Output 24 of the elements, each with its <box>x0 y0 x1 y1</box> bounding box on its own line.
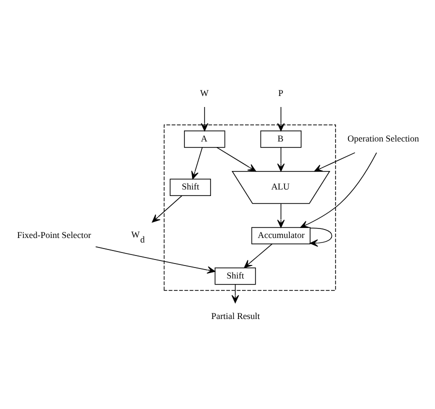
node-box: A <box>184 130 226 148</box>
arrow <box>310 227 332 246</box>
arrow <box>191 146 203 179</box>
arrow <box>300 152 377 228</box>
arrow <box>200 106 208 131</box>
node-box: B <box>260 130 302 148</box>
arrow <box>277 106 285 131</box>
arrow <box>152 194 182 222</box>
arrow <box>95 246 216 274</box>
node-box: Shift <box>214 267 256 284</box>
node-box: Shift <box>170 178 211 196</box>
arrow <box>277 202 285 228</box>
node-text: Fixed-Point Selector <box>17 230 92 240</box>
arrow <box>314 152 356 172</box>
node-text: Partial Result <box>211 310 260 320</box>
node-text: Operation Selection <box>348 132 420 143</box>
arrow <box>232 284 240 303</box>
node-box: Accumulator <box>251 226 310 244</box>
arrow <box>244 243 272 268</box>
cluster <box>164 124 336 290</box>
node-text: W <box>200 87 209 98</box>
arrow <box>216 146 256 172</box>
arrow <box>277 146 285 172</box>
node-text: P <box>278 87 284 98</box>
